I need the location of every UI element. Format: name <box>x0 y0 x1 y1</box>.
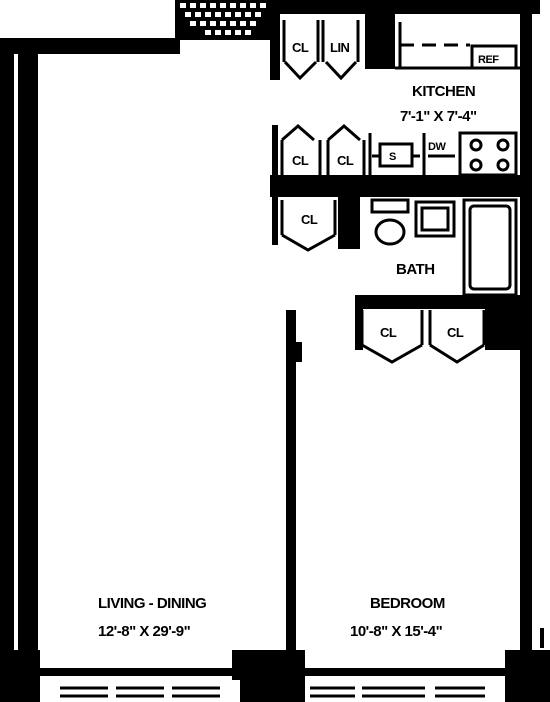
closet-cl-6 <box>428 310 486 364</box>
bath-fixtures <box>370 198 518 297</box>
closet-lin <box>321 20 360 81</box>
bedroom-name: BEDROOM <box>370 595 445 612</box>
bedroom-dims: 10'-8" X 15'-4" <box>350 623 443 640</box>
dishwasher-label: DW <box>428 141 446 153</box>
kitchen-counter-top <box>395 22 520 70</box>
linen-label: LIN <box>330 40 350 55</box>
closet-label-4: CL <box>301 212 318 227</box>
kitchen-dims: 7'-1" X 7'-4" <box>400 108 477 125</box>
closet-label-2: CL <box>292 153 309 168</box>
living-dining-dims: 12'-8" X 29'-9" <box>98 623 191 640</box>
closet-label-6: CL <box>447 325 464 340</box>
refrigerator-label: REF <box>478 54 499 66</box>
entry-tile-area <box>175 0 270 40</box>
sink-label: S <box>389 151 396 163</box>
closet-label-1: CL <box>292 40 309 55</box>
closet-label-5: CL <box>380 325 397 340</box>
wall-mark <box>540 628 544 648</box>
windows <box>60 686 485 698</box>
living-dining-name: LIVING - DINING <box>98 595 206 612</box>
bath-name: BATH <box>396 261 435 278</box>
closet-cl-5 <box>360 310 424 364</box>
closet-cl-2 <box>280 124 322 175</box>
kitchen-name: KITCHEN <box>412 83 475 100</box>
closet-cl-4 <box>280 200 337 252</box>
closet-cl-1 <box>282 20 320 81</box>
closet-label-3: CL <box>337 153 354 168</box>
kitchen-appliances <box>368 131 518 177</box>
closet-cl-3 <box>326 124 366 175</box>
